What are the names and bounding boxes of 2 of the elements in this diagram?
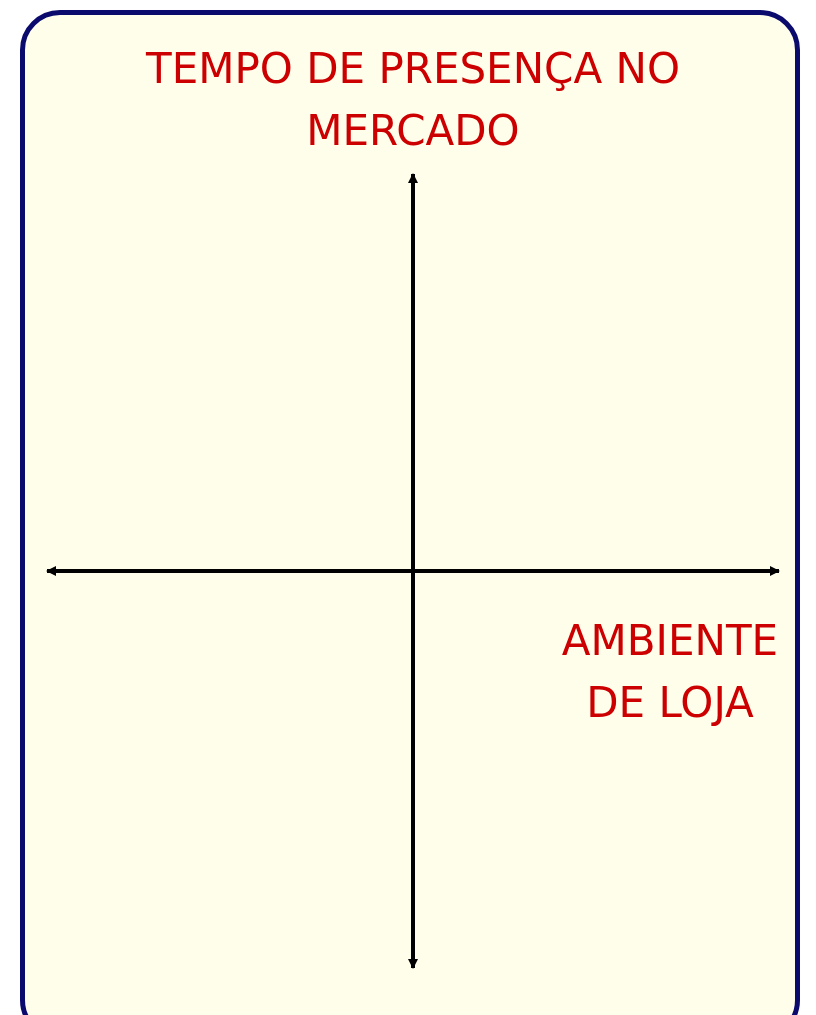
axis-label: TEMPO DE PRESENÇA NO MERCADO <box>145 43 681 157</box>
axis-label: AMBIENTE DE LOJA <box>560 615 780 729</box>
